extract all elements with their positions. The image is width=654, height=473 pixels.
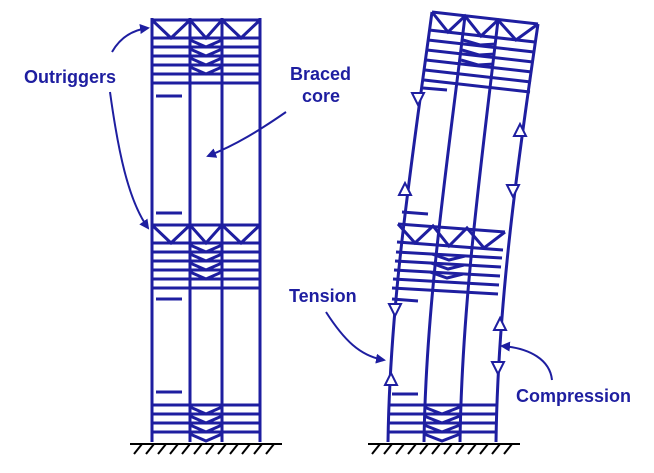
tension-arrow-up-2 bbox=[383, 370, 399, 386]
braced-core-label-line2: core bbox=[302, 86, 340, 106]
mid-outrigger bbox=[150, 211, 262, 301]
ground-left bbox=[130, 443, 282, 455]
outriggers-leader-mid bbox=[109, 91, 150, 230]
compression-arrow-up-1 bbox=[512, 121, 528, 137]
upright-tower bbox=[150, 17, 262, 443]
deflected-tower bbox=[386, 10, 540, 443]
compression-arrow-down-1 bbox=[505, 184, 521, 200]
axial-force-arrows bbox=[383, 92, 528, 386]
tension-arrow-down-2 bbox=[387, 303, 403, 319]
deflected-mid-outrigger bbox=[391, 210, 506, 303]
tension-leader bbox=[325, 311, 386, 364]
compression-leader bbox=[500, 341, 553, 381]
compression-label: Compression bbox=[516, 386, 631, 406]
tension-arrow-up-1 bbox=[397, 180, 413, 196]
base-bracing bbox=[152, 390, 260, 443]
deflected-base-bracing bbox=[388, 392, 496, 443]
top-outrigger bbox=[150, 17, 262, 98]
compression-arrow-down-2 bbox=[490, 361, 506, 377]
compression-arrow-up-2 bbox=[492, 315, 508, 331]
braced-core-label-line1: Braced bbox=[290, 64, 351, 84]
tension-label: Tension bbox=[289, 286, 357, 306]
braced-core-leader bbox=[206, 111, 287, 158]
outriggers-label: Outriggers bbox=[24, 67, 116, 87]
tension-arrow-down-1 bbox=[410, 92, 426, 108]
ground-right bbox=[368, 443, 520, 455]
outriggers-leader-top bbox=[111, 24, 150, 53]
deflected-top-outrigger bbox=[422, 10, 539, 94]
